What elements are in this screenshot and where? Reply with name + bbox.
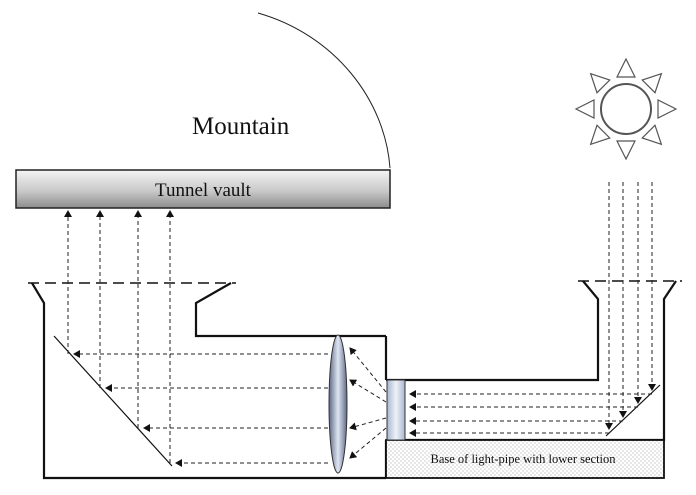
sun-ray-icon — [641, 124, 663, 146]
diffused-light-ray — [349, 417, 387, 431]
mountain-outline — [257, 12, 391, 169]
right-mirror — [605, 384, 661, 437]
sun-ray-icon — [574, 99, 595, 119]
sun-ray-icon — [616, 140, 636, 161]
sun-icon — [574, 57, 678, 161]
sun-ray-icon — [589, 124, 611, 146]
base-label: Base of light-pipe with lower section — [430, 452, 616, 466]
diffused-light-ray — [349, 427, 387, 459]
light-rays — [64, 182, 656, 467]
tunnel-vault — [15, 169, 391, 209]
diffuser — [386, 379, 406, 441]
sun-ray-icon — [657, 99, 678, 119]
mountain-label: Mountain — [192, 113, 290, 140]
left-mirror — [53, 335, 173, 467]
diffused-light-ray — [349, 347, 387, 393]
lens — [328, 334, 348, 474]
tunnel-vault-label: Tunnel vault — [155, 180, 252, 201]
sun-ray-icon — [589, 72, 611, 94]
diffused-light-ray — [349, 379, 387, 403]
sun-ray-icon — [641, 72, 663, 94]
sun-ray-icon — [616, 57, 636, 78]
light-pipe-base — [385, 439, 665, 479]
